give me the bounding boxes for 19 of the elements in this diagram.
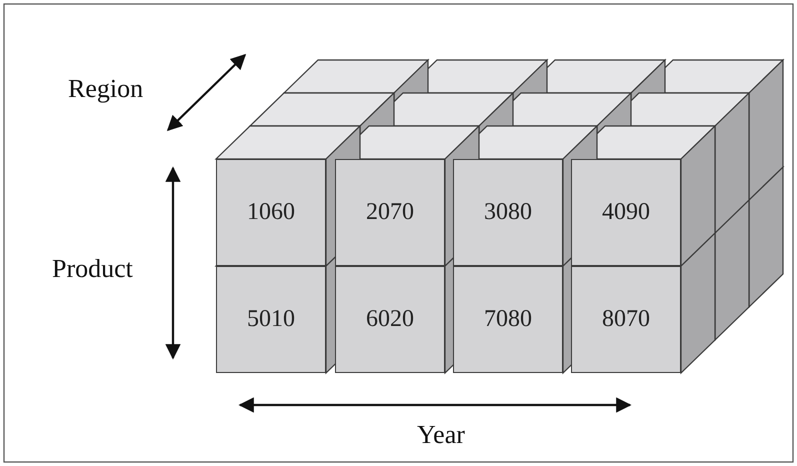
cell-value: 8070 [602,306,650,333]
cell-value: 2070 [366,199,414,226]
cube-face [335,266,445,373]
cube-face [453,266,563,373]
cube-face [216,266,326,373]
cube-face [571,159,681,266]
cell-value: 4090 [602,199,650,226]
cube-face [216,159,326,266]
cube-face [571,266,681,373]
cell-value: 5010 [247,306,295,333]
cell-value: 1060 [247,199,295,226]
cube-face [335,159,445,266]
axis-label: Year [417,420,465,450]
cell-value: 3080 [484,199,532,226]
cell-value: 7080 [484,306,532,333]
axis-label: Product [52,254,133,284]
cube-face [453,159,563,266]
axis-label: Region [68,74,144,104]
cell-value: 6020 [366,306,414,333]
